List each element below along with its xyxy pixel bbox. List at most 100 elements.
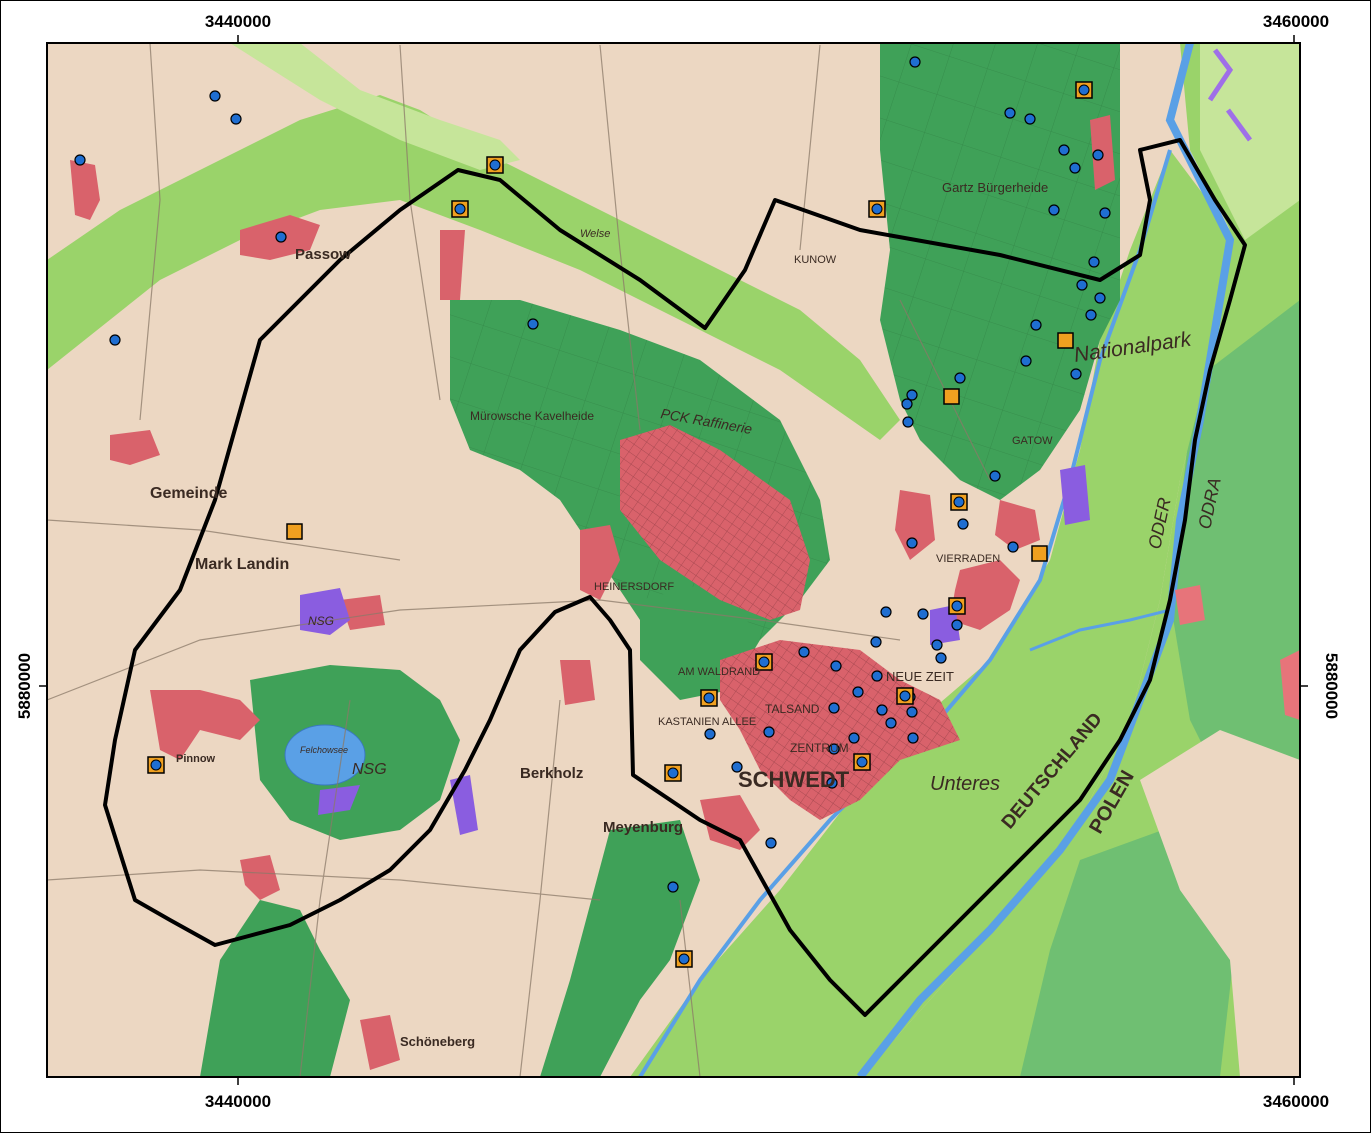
blue-circle-marker[interactable]	[275, 231, 287, 243]
blue-circle-marker[interactable]	[1088, 256, 1100, 268]
orange-square-with-blue-circle[interactable]	[853, 753, 871, 771]
orange-square-with-blue-circle[interactable]	[950, 493, 968, 511]
gartz-grid	[880, 43, 1120, 500]
blue-circle-marker[interactable]	[957, 518, 969, 530]
blue-circle-marker[interactable]	[954, 372, 966, 384]
blue-circle-marker[interactable]	[917, 608, 929, 620]
blue-circle-marker[interactable]	[880, 606, 892, 618]
nsg-reserve-4	[1060, 465, 1090, 525]
blue-circle-marker[interactable]	[667, 881, 679, 893]
orange-square-with-blue-circle[interactable]	[896, 687, 914, 705]
blue-circle-marker[interactable]	[1048, 204, 1060, 216]
blue-circle-marker[interactable]	[209, 90, 221, 102]
blue-circle-marker[interactable]	[871, 670, 883, 682]
blue-circle-marker[interactable]	[230, 113, 242, 125]
orange-square-with-blue-circle[interactable]	[486, 156, 504, 174]
blue-circle-markers	[74, 56, 1111, 893]
poland-settlement	[1175, 585, 1205, 625]
blue-circle-marker[interactable]	[876, 704, 888, 716]
orange-square-with-blue-circle[interactable]	[700, 689, 718, 707]
blue-circle-marker[interactable]	[798, 646, 810, 658]
blue-circle-marker[interactable]	[731, 761, 743, 773]
blue-circle-marker[interactable]	[828, 702, 840, 714]
orange-square-with-blue-circle[interactable]	[451, 200, 469, 218]
blue-circle-marker[interactable]	[1092, 149, 1104, 161]
blue-circle-marker[interactable]	[763, 726, 775, 738]
blue-circle-marker[interactable]	[1024, 113, 1036, 125]
purple-river	[1207, 48, 1253, 142]
blue-circle-marker[interactable]	[885, 717, 897, 729]
orange-square-with-blue-circle[interactable]	[1075, 81, 1093, 99]
blue-circle-marker[interactable]	[527, 318, 539, 330]
label-mark-landin: Mark Landin	[195, 556, 289, 573]
blue-circle-marker[interactable]	[907, 732, 919, 744]
orange-square-with-blue-circle[interactable]	[868, 200, 886, 218]
mark-landin-settlement	[340, 595, 385, 630]
label-talsand: TALSAND	[765, 702, 820, 716]
blue-circle-marker[interactable]	[1030, 319, 1042, 331]
pinnow-settlement	[150, 690, 260, 760]
orange-square-marker[interactable]	[943, 388, 960, 405]
blue-circle-marker[interactable]	[1020, 355, 1032, 367]
oder-valley	[630, 150, 1245, 1077]
label-zentrum: ZENTRUM	[790, 741, 849, 755]
blue-circle-marker[interactable]	[906, 706, 918, 718]
schoneberg-settlement	[360, 1015, 400, 1070]
road-network	[47, 43, 991, 1077]
orange-square-marker[interactable]	[1031, 545, 1048, 562]
blue-circle-marker[interactable]	[826, 777, 838, 789]
blue-circle-marker[interactable]	[1099, 207, 1111, 219]
orange-square-marker[interactable]	[286, 523, 303, 540]
blue-circle-marker[interactable]	[901, 398, 913, 410]
blue-circle-marker[interactable]	[931, 639, 943, 651]
poland-light	[1200, 43, 1300, 240]
blue-circle-marker[interactable]	[828, 743, 840, 755]
orange-square-with-blue-circle[interactable]	[664, 764, 682, 782]
blue-circle-marker[interactable]	[1004, 107, 1016, 119]
poland-forest	[1170, 300, 1300, 820]
coord-left: 5880000	[15, 653, 34, 719]
blue-circle-marker[interactable]	[765, 837, 777, 849]
blue-circle-marker[interactable]	[109, 334, 121, 346]
gatow-settlement	[995, 500, 1040, 550]
map-canvas: Nationalpark POLEN DEUTSCHLAND ODER ODRA…	[47, 43, 1300, 1077]
blue-circle-marker[interactable]	[909, 56, 921, 68]
orange-square-circle-markers	[147, 81, 1093, 968]
label-heinersdorf: HEINERSDORF	[594, 581, 674, 593]
nsg-reserve-5	[930, 605, 960, 645]
pck-refinery-texture	[620, 425, 810, 620]
oder-river	[856, 43, 1235, 1077]
blue-circle-marker[interactable]	[906, 389, 918, 401]
blue-circle-marker[interactable]	[704, 728, 716, 740]
blue-circle-marker[interactable]	[906, 537, 918, 549]
label-kastanien: KASTANIEN ALLEE	[658, 716, 756, 728]
orange-square-with-blue-circle[interactable]	[755, 653, 773, 671]
blumenhagen	[895, 490, 935, 560]
label-gemeinde: Gemeinde	[150, 485, 227, 502]
orange-square-marker[interactable]	[1057, 332, 1074, 349]
blue-circle-marker[interactable]	[902, 416, 914, 428]
blue-circle-marker[interactable]	[1069, 162, 1081, 174]
blue-circle-marker[interactable]	[1085, 309, 1097, 321]
map-border	[46, 42, 1301, 1078]
blue-circle-marker[interactable]	[951, 619, 963, 631]
label-unteres: Unteres	[930, 773, 1000, 795]
blue-circle-marker[interactable]	[989, 470, 1001, 482]
blue-circle-marker[interactable]	[852, 686, 864, 698]
blue-circle-marker[interactable]	[870, 636, 882, 648]
orange-square-with-blue-circle[interactable]	[675, 950, 693, 968]
blue-circle-marker[interactable]	[1007, 541, 1019, 553]
orange-square-with-blue-circle[interactable]	[147, 756, 165, 774]
blue-circle-marker[interactable]	[830, 660, 842, 672]
blue-circle-marker[interactable]	[1094, 292, 1106, 304]
vierraden	[950, 560, 1020, 630]
blue-circle-marker[interactable]	[1058, 144, 1070, 156]
label-pinnow: Pinnow	[176, 753, 216, 765]
blue-circle-marker[interactable]	[935, 652, 947, 664]
blue-circle-marker[interactable]	[1076, 279, 1088, 291]
label-am-waldrand: AM WALDRAND	[678, 666, 760, 678]
blue-circle-marker[interactable]	[848, 732, 860, 744]
blue-circle-marker[interactable]	[74, 154, 86, 166]
orange-square-with-blue-circle[interactable]	[948, 597, 966, 615]
blue-circle-marker[interactable]	[1070, 368, 1082, 380]
